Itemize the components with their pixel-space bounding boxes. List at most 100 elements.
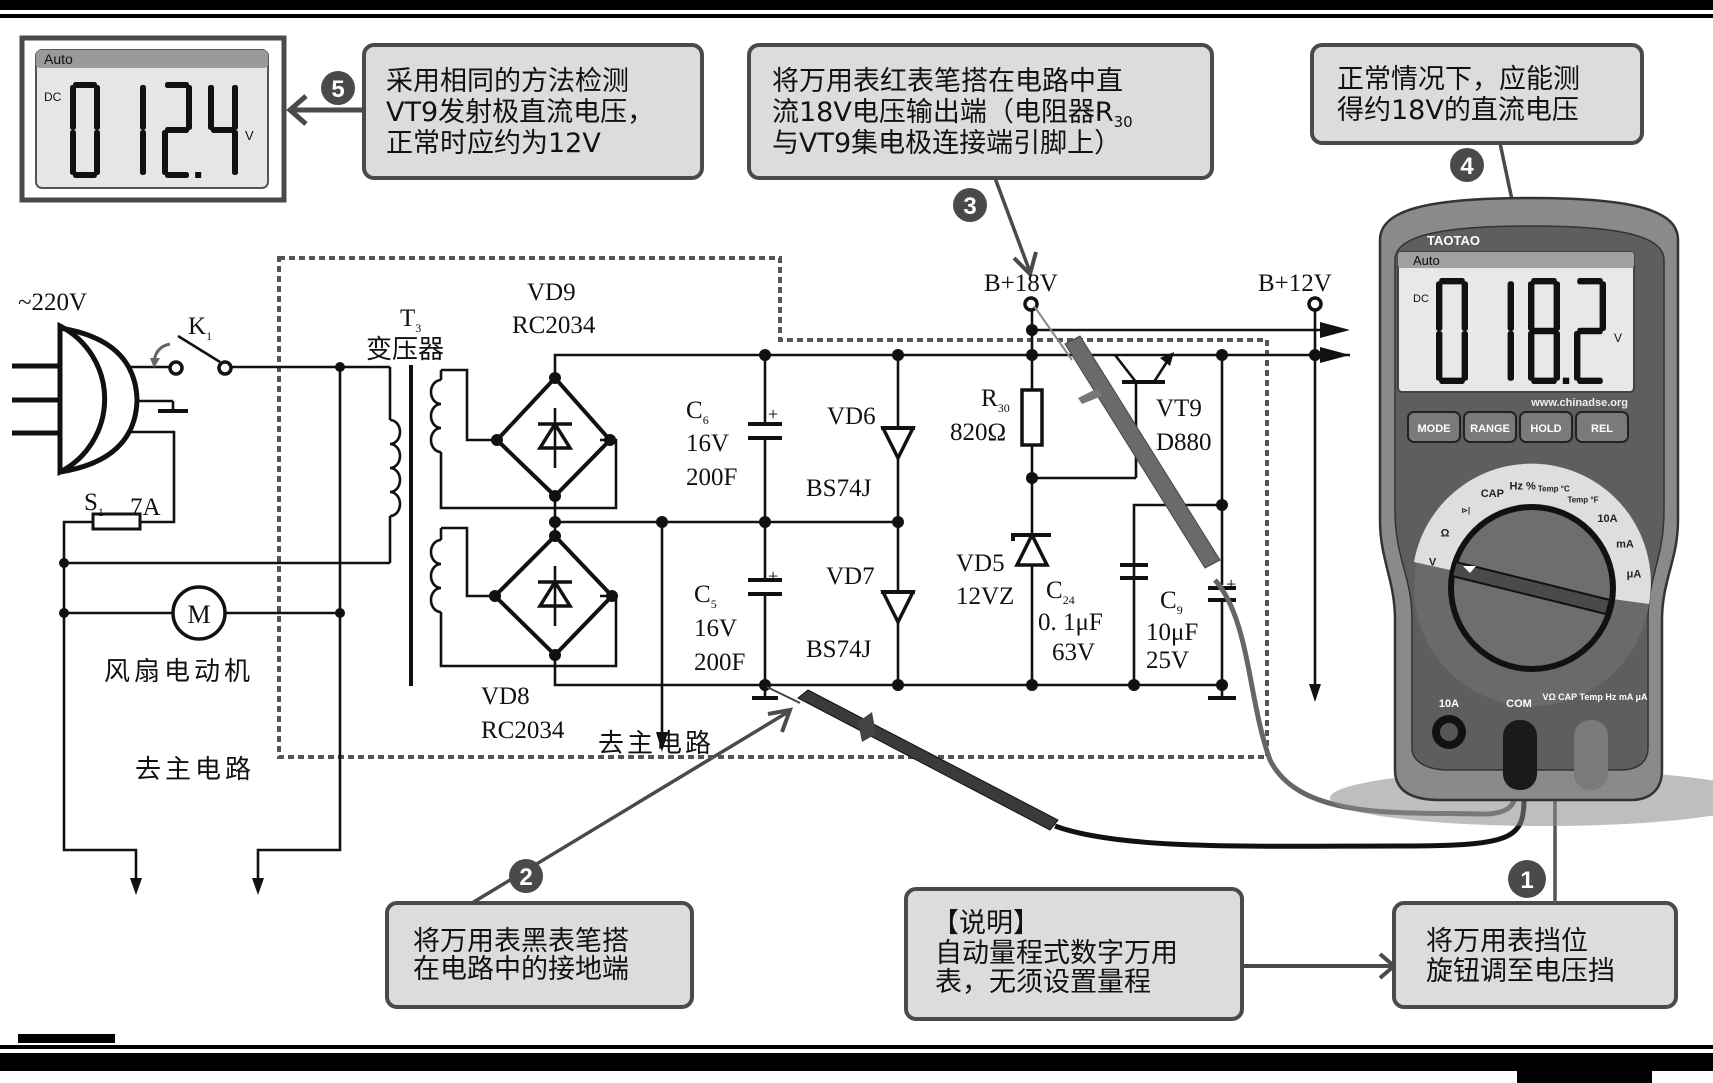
digit-segment xyxy=(1528,331,1535,381)
digit-segment xyxy=(140,130,146,175)
digit-segment xyxy=(165,172,189,178)
callout-3-line-3: 与VT9集电极连接端引脚上） xyxy=(772,128,1121,159)
meter-button-mode[interactable] xyxy=(1407,411,1461,443)
jack-label-com: COM xyxy=(1506,698,1532,710)
bridge-rectifier-vd9 xyxy=(491,372,616,502)
circuit-board-outline xyxy=(277,256,1269,759)
jack-panel: 10A COM VΩ CAP Temp Hz mA μA xyxy=(1432,692,1648,790)
bottom-border-thin xyxy=(0,1045,1713,1049)
dial-label: CAP xyxy=(1481,488,1504,500)
digit-segment xyxy=(208,85,214,130)
bridge-rectifier-vd8 xyxy=(489,530,618,661)
digit-segment xyxy=(1531,377,1557,384)
transformer-label: T3 xyxy=(400,305,421,335)
decimal-point xyxy=(1562,377,1570,384)
small-display-mode: Auto xyxy=(44,51,73,67)
small-meter-display: Auto DC V xyxy=(19,35,287,203)
digit-segment xyxy=(94,85,100,130)
badge-5: 5 xyxy=(331,76,344,103)
callout-note: 【说明】 自动量程式数字万用 表，无须设置量程 xyxy=(904,887,1244,1021)
meter-button-range[interactable] xyxy=(1463,411,1517,443)
c9-label: C9 xyxy=(1160,587,1183,617)
meter-button-rel[interactable] xyxy=(1575,411,1629,443)
vd8-part: RC2034 xyxy=(481,717,565,744)
top-border-thin xyxy=(0,14,1713,18)
callout-5: 采用相同的方法检测 VT9发射极直流电压， 正常时应约为12V xyxy=(362,43,704,180)
bottom-border xyxy=(0,1053,1713,1071)
digit-segment xyxy=(211,127,235,133)
meter-unit: V xyxy=(1614,331,1622,345)
digit-segment xyxy=(73,82,97,88)
meter-mode: Auto xyxy=(1413,253,1440,268)
vt9-part: D880 xyxy=(1156,429,1212,456)
to-main-circuit-left: 去主电路 xyxy=(135,755,255,785)
meter-button-label: MODE xyxy=(1418,423,1451,435)
c24-label: C24 xyxy=(1046,577,1075,607)
meter-lcd xyxy=(1397,251,1635,393)
b18-label: B+18V xyxy=(984,270,1058,297)
jack-v-plug[interactable] xyxy=(1574,720,1608,790)
c6-label: C6 xyxy=(686,397,709,427)
transformer-name: 变压器 xyxy=(366,335,444,365)
digit-segment xyxy=(70,130,76,175)
small-display-coupling: DC xyxy=(44,90,62,104)
callout-4-line-2: 得约18V的直流电压 xyxy=(1337,95,1579,126)
c9-voltage: 25V xyxy=(1146,647,1189,674)
callout-1-line-1: 将万用表挡位 xyxy=(1426,926,1588,957)
wiring-main xyxy=(549,296,1350,752)
digit-segment xyxy=(70,85,76,130)
c5-plus: + xyxy=(768,566,778,586)
note-arrow xyxy=(1242,952,1398,980)
digit-segment xyxy=(1553,281,1560,331)
digit-segment xyxy=(1553,331,1560,381)
meter-coupling: DC xyxy=(1413,293,1429,305)
black-probe[interactable] xyxy=(766,686,1527,849)
c6-voltage: 16V xyxy=(686,430,729,457)
dial-label: Temp °F xyxy=(1567,496,1598,505)
jack-com-plug[interactable] xyxy=(1503,720,1537,790)
callout-1-line-2: 旋钮调至电压挡 xyxy=(1426,956,1615,987)
vt9-label: VT9 xyxy=(1156,395,1202,422)
meter-website: www.chinadse.org xyxy=(1530,397,1628,409)
vd9-label: VD9 xyxy=(527,279,576,306)
fuse-rating: 7A xyxy=(130,494,161,521)
digit-segment xyxy=(186,85,192,130)
digit-segment xyxy=(165,82,189,88)
callout-5-line-2: VT9发射极直流电压， xyxy=(386,97,654,128)
r30-label: R30 xyxy=(981,385,1010,415)
vd7-label: VD7 xyxy=(826,563,875,590)
callout-4-line-1: 正常情况下，应能测 xyxy=(1337,64,1580,95)
callout-5-line-1: 采用相同的方法检测 xyxy=(386,66,629,97)
digit-segment xyxy=(1436,331,1443,381)
dial-pointer xyxy=(1450,560,1612,616)
power-plug xyxy=(12,321,140,477)
switch-label: K1 xyxy=(188,313,212,343)
digit-segment xyxy=(1528,281,1535,331)
r30-value: 820Ω xyxy=(950,419,1006,446)
c24-value: 0. 1μF xyxy=(1038,609,1103,636)
small-display-digits xyxy=(70,82,238,178)
dial-label: Hz % xyxy=(1509,480,1536,492)
c6-value: 200F xyxy=(686,464,737,491)
digit-segment xyxy=(1574,331,1581,381)
jack-label-v: VΩ CAP Temp Hz mA μA xyxy=(1542,692,1648,702)
to-main-circuit-middle: 去主电路 xyxy=(598,729,714,759)
callout-3: 将万用表红表笔搭在电路中直 流18V电压输出端（电阻器R30 与VT9集电极连接… xyxy=(747,43,1214,180)
vd6-label: VD6 xyxy=(827,403,876,430)
meter-reading-digits xyxy=(1436,278,1606,384)
callout-3-line-1: 将万用表红表笔搭在电路中直 xyxy=(772,66,1123,97)
callout-2-line-2: 在电路中的接地端 xyxy=(413,954,629,985)
jack-label-10a: 10A xyxy=(1439,698,1459,710)
dial-label: 10A xyxy=(1597,513,1617,525)
note-line-1: 自动量程式数字万用 xyxy=(935,938,1178,969)
bottom-right-tab xyxy=(1517,1070,1652,1083)
vd7-part: BS74J xyxy=(806,636,872,663)
c5-voltage: 16V xyxy=(694,615,737,642)
meter-button-label: REL xyxy=(1591,423,1613,435)
meter-button-hold[interactable] xyxy=(1519,411,1573,443)
vd8-label: VD8 xyxy=(481,683,530,710)
callout-2: 将万用表黑表笔搭 在电路中的接地端 xyxy=(385,901,694,1009)
